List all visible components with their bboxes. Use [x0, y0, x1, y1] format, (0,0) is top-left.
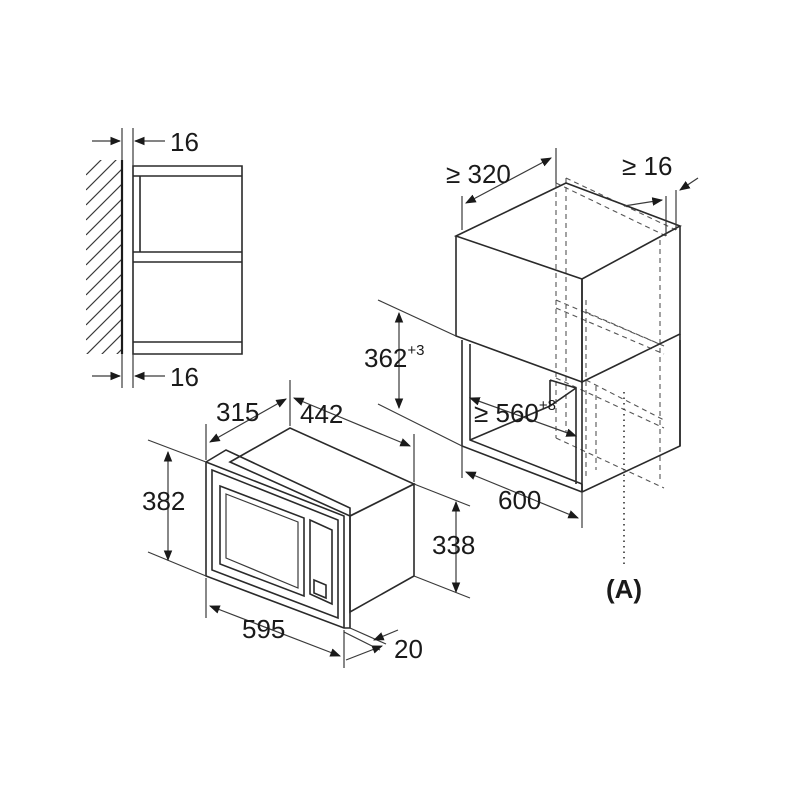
microwave-view: 315 442 382 338 595 [142, 380, 475, 668]
cabinet-view: ≥ 320 ≥ 16 362+3 ≥ 560+8 600 [364, 148, 699, 604]
label-oven-body-height: 338 [432, 530, 475, 560]
microwave-side [349, 482, 415, 614]
dim-niche-width: ≥ 560+8 [468, 397, 578, 437]
side-cabinet-outline [132, 165, 243, 355]
dim-niche-height: 362+3 [364, 299, 463, 447]
cabinet-top-face [453, 182, 682, 280]
dim-oven-height: 382 [142, 439, 207, 577]
microwave-door-window [219, 484, 305, 598]
label-oven-depth: 315 [216, 397, 259, 427]
label-cabinet-side-min: ≥ 16 [622, 151, 672, 181]
label-oven-front-width: 595 [242, 614, 285, 644]
dim-cabinet-depth: ≥ 320 [446, 148, 557, 230]
label-side-bottom-gap: 16 [170, 362, 199, 392]
microwave-control-panel [309, 518, 333, 606]
dim-oven-body-height: 338 [413, 483, 475, 599]
callout-a: (A) [606, 392, 642, 604]
dim-oven-width-top: 442 [293, 397, 415, 482]
dim-side-top: 16 [92, 127, 199, 166]
dim-oven-depth: 315 [205, 380, 291, 460]
label-callout-a: (A) [606, 574, 642, 604]
dim-oven-front-width: 595 [205, 578, 345, 668]
dim-side-bottom: 16 [92, 354, 199, 392]
label-niche-height: 362+3 [364, 342, 425, 373]
label-oven-width-top: 442 [300, 399, 343, 429]
dim-cabinet-width: 600 [461, 446, 583, 528]
side-cabinet-shelves [133, 175, 242, 343]
label-oven-front-thickness: 20 [394, 634, 423, 664]
label-niche-width: ≥ 560+8 [474, 397, 556, 428]
label-side-top-gap: 16 [170, 127, 199, 157]
label-cabinet-width: 600 [498, 485, 541, 515]
cabinet-upper-side [581, 226, 681, 384]
wall-hatch [86, 160, 122, 354]
label-cabinet-depth-min: ≥ 320 [446, 159, 511, 189]
side-view: 16 16 [86, 127, 243, 392]
label-oven-height: 382 [142, 486, 185, 516]
dim-oven-front-thickness: 20 [343, 627, 423, 664]
microwave-top [228, 427, 416, 517]
dim-cabinet-side: ≥ 16 [622, 151, 699, 236]
microwave-button [313, 578, 327, 600]
